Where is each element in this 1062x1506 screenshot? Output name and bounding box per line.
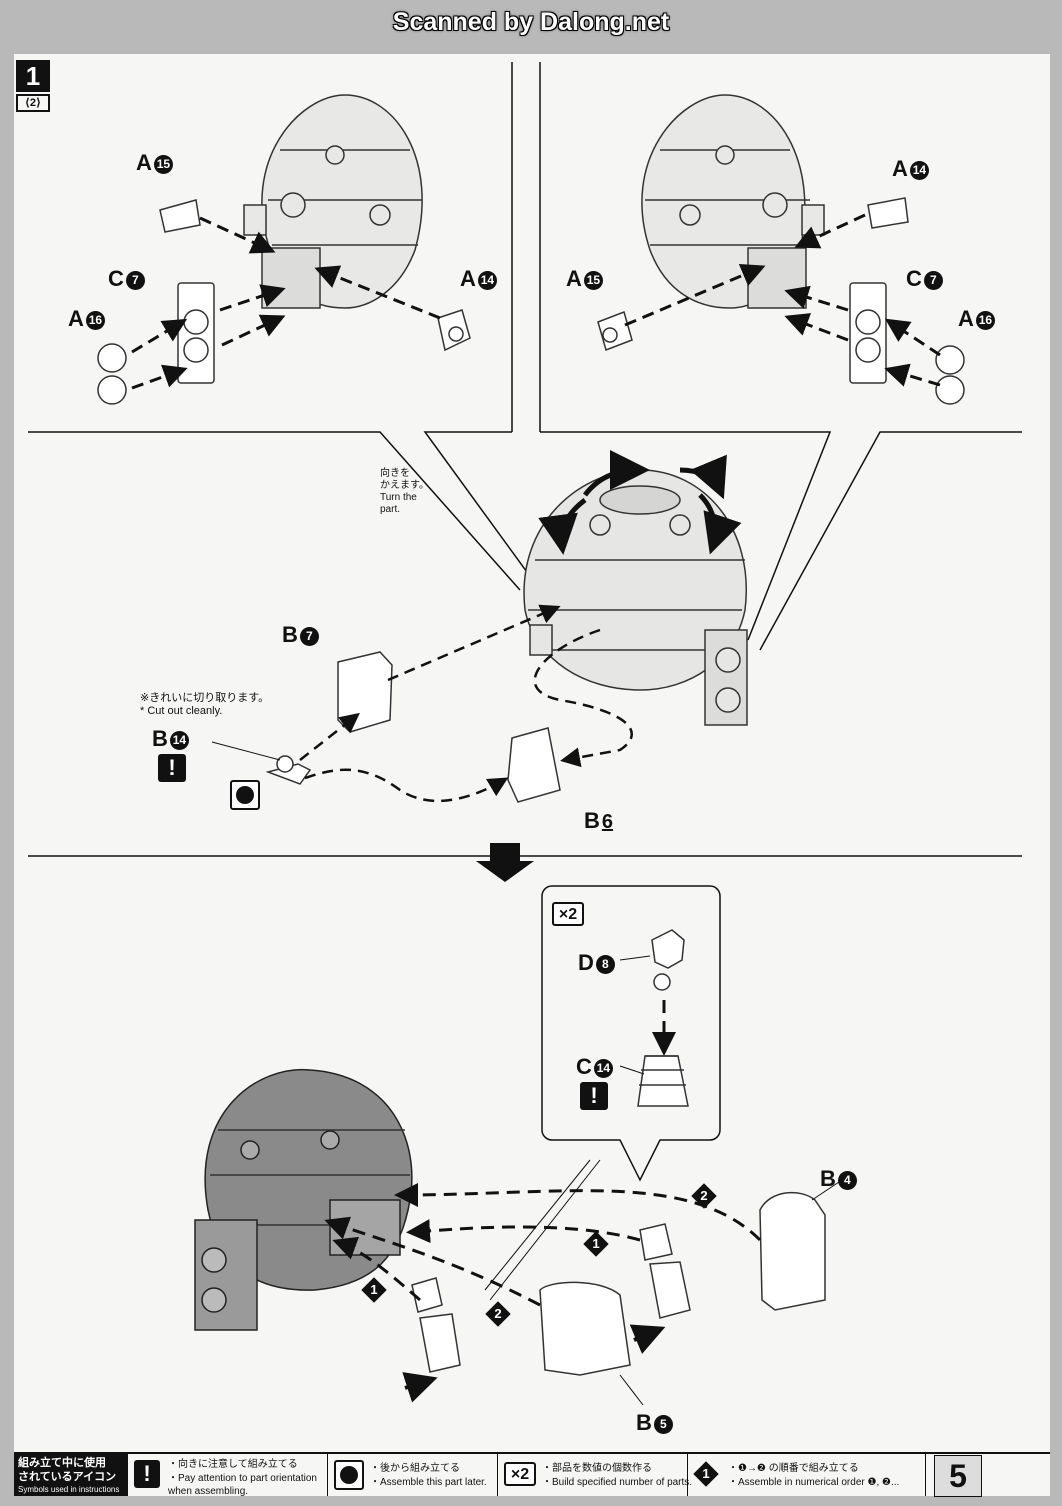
order-step-1-icon: 1	[361, 1277, 387, 1303]
build-x2-icon: ×2	[552, 902, 584, 926]
order-step-1-icon: 1	[583, 1231, 609, 1257]
cut-cleanly-note: ※きれいに切り取ります。* Cut out cleanly.	[140, 692, 270, 718]
orientation-warning-icon: !	[158, 754, 186, 782]
legend-item-order: 1 ・❶→❷ の順番で組み立てる ・Assemble in numerical …	[688, 1454, 926, 1496]
tr-arrows	[624, 213, 941, 387]
bottom-solid-arrows	[402, 1324, 666, 1403]
dome-bottom	[194, 1068, 413, 1331]
orientation-warning-icon: !	[134, 1460, 160, 1488]
orientation-warning-icon: !	[580, 1082, 608, 1110]
legend-item-count: ×2 ・部品を数値の個数作る ・Build specified number o…	[498, 1454, 692, 1496]
middle-arrows	[299, 604, 633, 803]
legend-heading: 組み立て中に使用 されているアイコン Symbols used in instr…	[14, 1454, 128, 1496]
dome-top-left	[243, 94, 423, 309]
symbols-legend: 組み立て中に使用 されているアイコン Symbols used in instr…	[14, 1452, 1050, 1497]
next-arrow-icon	[476, 843, 534, 882]
order-step-1-icon: 1	[693, 1461, 719, 1487]
legend-item-later: ・後から組み立てる ・Assemble this part later.	[328, 1454, 498, 1496]
page-number: 5	[934, 1455, 982, 1497]
assemble-later-icon	[334, 1460, 364, 1490]
step-indicator: 1 ⟨2⟩	[16, 60, 50, 112]
step-number: 1	[16, 60, 50, 92]
step-substep: ⟨2⟩	[16, 94, 50, 112]
bottom-parts	[411, 929, 826, 1376]
tr-parts	[597, 197, 965, 405]
legend-item-orientation: ! ・向きに注意して組み立てる ・Pay attention to part o…	[128, 1454, 328, 1497]
build-x2-icon: ×2	[504, 1462, 536, 1486]
dome-middle	[523, 469, 748, 726]
middle-parts	[265, 651, 561, 803]
rotate-arrows	[538, 450, 742, 555]
bottom-arrows	[324, 1000, 762, 1307]
dome-top-right	[641, 94, 825, 309]
assemble-later-icon	[230, 780, 260, 810]
tl-parts	[97, 199, 471, 405]
order-step-2-icon: 2	[691, 1183, 717, 1209]
order-step-2-icon: 2	[485, 1301, 511, 1327]
scan-credit: Scanned by Dalong.net	[392, 8, 670, 36]
panel-frames	[28, 62, 1022, 1182]
tl-arrows	[131, 216, 441, 390]
leader-lines	[484, 955, 843, 1406]
